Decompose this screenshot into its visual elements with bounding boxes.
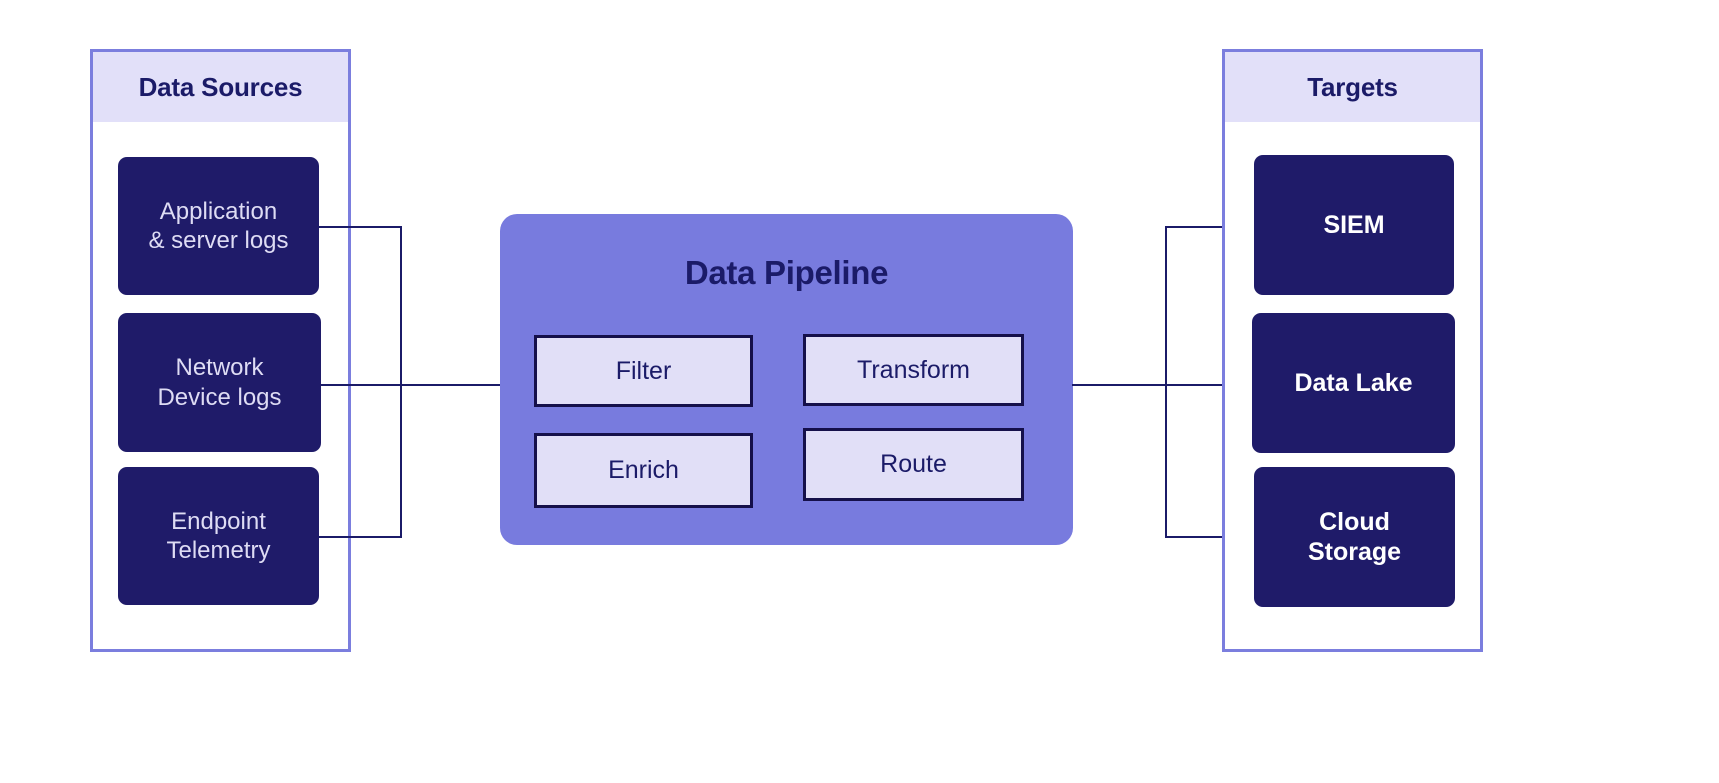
- data-pipeline-title: Data Pipeline: [684, 254, 889, 291]
- data-sources-title: Data Sources: [138, 71, 303, 102]
- connector-targets-trunk: [1165, 226, 1167, 538]
- targets-header: Targets: [1225, 52, 1480, 122]
- connector-source-1-branch: [319, 226, 402, 228]
- source-node-endpoint-telemetry[interactable]: Endpoint Telemetry: [118, 467, 319, 605]
- pipeline-stage-label: Transform: [857, 355, 970, 384]
- connector-sources-to-pipeline: [400, 384, 501, 386]
- source-node-label: Network Device logs: [157, 354, 282, 411]
- pipeline-stage-label: Filter: [615, 356, 672, 385]
- connector-target-1-branch: [1165, 226, 1256, 228]
- source-node-network-device-logs[interactable]: Network Device logs: [118, 313, 321, 452]
- pipeline-stage-label: Enrich: [608, 456, 679, 484]
- pipeline-stage-enrich[interactable]: Enrich: [534, 433, 753, 508]
- target-node-data-lake[interactable]: Data Lake: [1252, 313, 1455, 453]
- connector-target-3-branch: [1165, 536, 1256, 538]
- source-node-label: Endpoint Telemetry: [166, 507, 271, 564]
- connector-source-2-branch: [321, 384, 402, 386]
- connector-source-3-branch: [319, 536, 402, 538]
- target-node-label: SIEM: [1323, 210, 1385, 239]
- pipeline-stage-filter[interactable]: Filter: [534, 335, 753, 407]
- target-node-label: Cloud Storage: [1307, 507, 1402, 567]
- pipeline-stage-label: Route: [880, 450, 947, 478]
- target-node-cloud-storage[interactable]: Cloud Storage: [1254, 467, 1455, 607]
- pipeline-stage-transform[interactable]: Transform: [803, 334, 1024, 406]
- target-node-label: Data Lake: [1294, 368, 1413, 397]
- targets-title: Targets: [1307, 71, 1398, 102]
- target-node-siem[interactable]: SIEM: [1254, 155, 1454, 295]
- source-node-application-server-logs[interactable]: Application & server logs: [118, 157, 319, 295]
- data-pipeline-container: Data Pipeline Filter Transform Enrich Ro…: [500, 214, 1073, 545]
- pipeline-stage-route[interactable]: Route: [803, 428, 1024, 501]
- connector-target-2-branch: [1165, 384, 1254, 386]
- connector-sources-trunk: [400, 226, 402, 538]
- connector-pipeline-to-targets: [1072, 384, 1167, 386]
- source-node-label: Application & server logs: [148, 197, 289, 254]
- data-sources-header: Data Sources: [93, 52, 348, 122]
